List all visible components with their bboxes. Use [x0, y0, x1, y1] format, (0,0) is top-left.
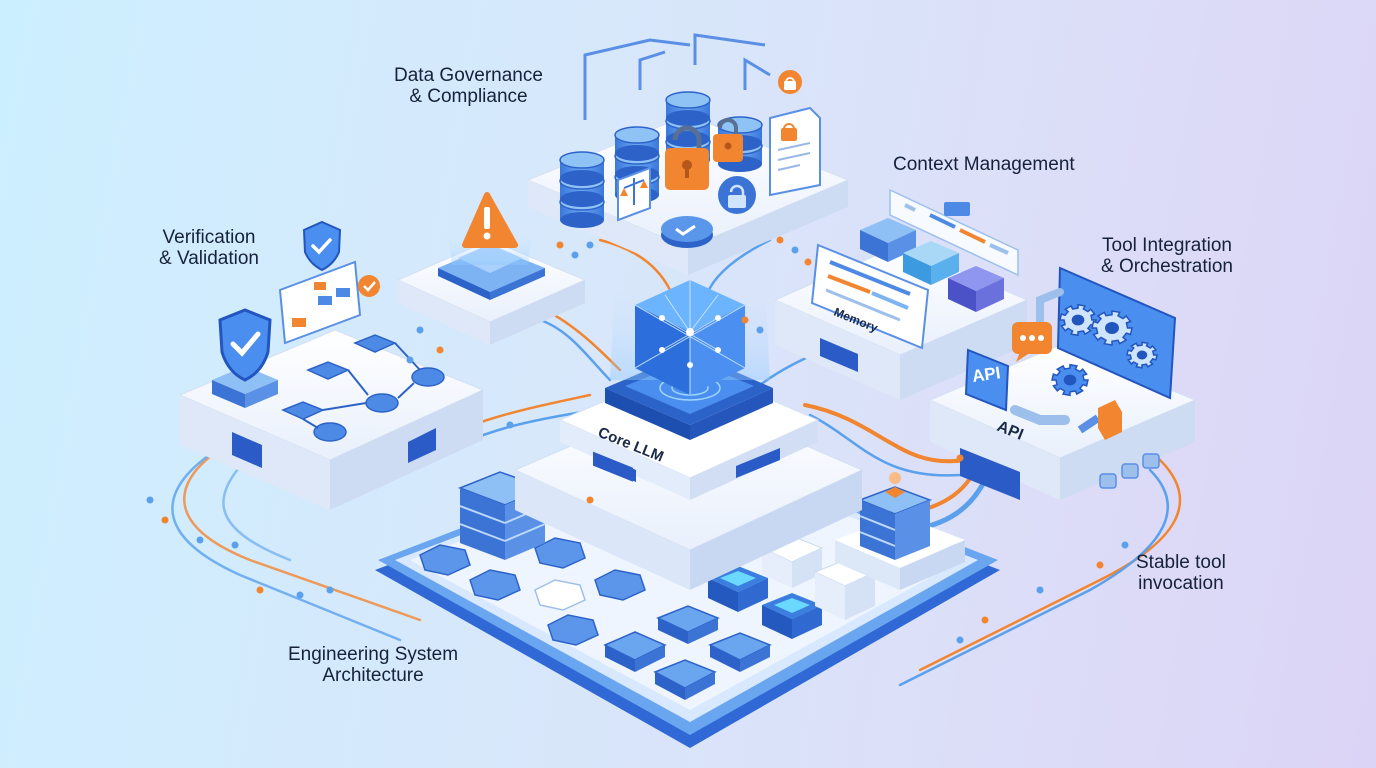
label-tool-integration: Tool Integration& Orchestration: [1101, 235, 1233, 277]
label-verification: Verification& Validation: [159, 227, 259, 269]
padlock-icon: [665, 70, 802, 214]
check-disc-icon: [661, 216, 713, 248]
context-module: [773, 188, 1029, 400]
tool-pedestal: [835, 472, 965, 590]
gear-icon: [1051, 303, 1158, 397]
hexagon-grid-icon: [419, 537, 646, 646]
document-lock-icon: [769, 106, 821, 197]
cube-network-icon: [634, 280, 746, 395]
warning-icon: [462, 192, 518, 248]
module-tiles: [603, 535, 877, 700]
scales-icon: [617, 166, 651, 222]
api-tile-label: API: [971, 363, 1002, 386]
label-data-governance: Data Governance& Compliance: [394, 65, 543, 107]
label-context-management: Context Management: [893, 154, 1075, 175]
data-particles: [146, 236, 1129, 644]
shield-check-icon: [218, 220, 342, 382]
chat-bubble-icon: [1012, 322, 1052, 362]
warning-module: [396, 235, 587, 345]
flowchart-icon: [278, 260, 380, 345]
